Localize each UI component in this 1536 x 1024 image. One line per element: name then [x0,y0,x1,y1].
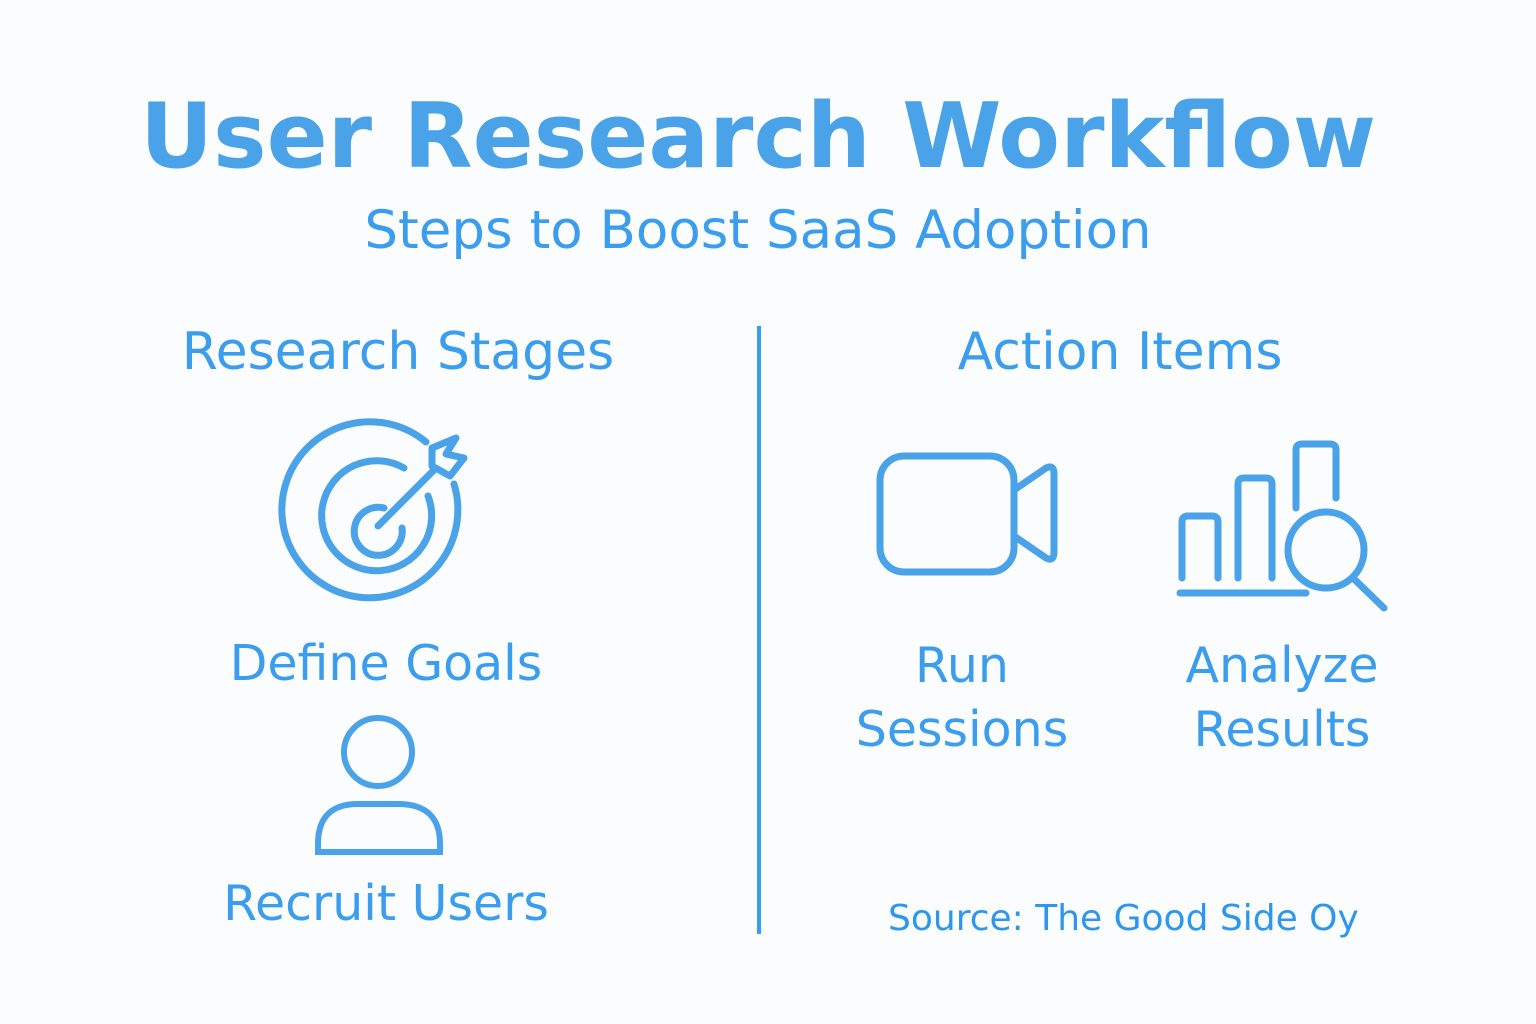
video-camera-icon [876,452,1060,580]
page-title: User Research Workflow [139,84,1377,189]
analyze-results-label: Analyze Results [1132,634,1432,762]
run-sessions-line2: Sessions [855,701,1069,758]
bar-chart-search-icon [1174,440,1394,614]
research-stages-heading: Research Stages [181,322,615,382]
user-icon [312,714,446,860]
define-goals-label: Define Goals [229,635,543,692]
analyze-results-line1: Analyze [1185,637,1379,694]
run-sessions-line1: Run [915,637,1009,694]
analyze-results-line2: Results [1193,701,1371,758]
recruit-users-label: Recruit Users [223,875,549,932]
target-icon [278,418,478,620]
source-credit: Source: The Good Side Oy [888,898,1359,939]
section-divider [757,326,761,934]
page-subtitle: Steps to Boost SaaS Adoption [364,200,1152,261]
action-items-heading: Action Items [957,322,1283,382]
run-sessions-label: Run Sessions [812,634,1112,762]
